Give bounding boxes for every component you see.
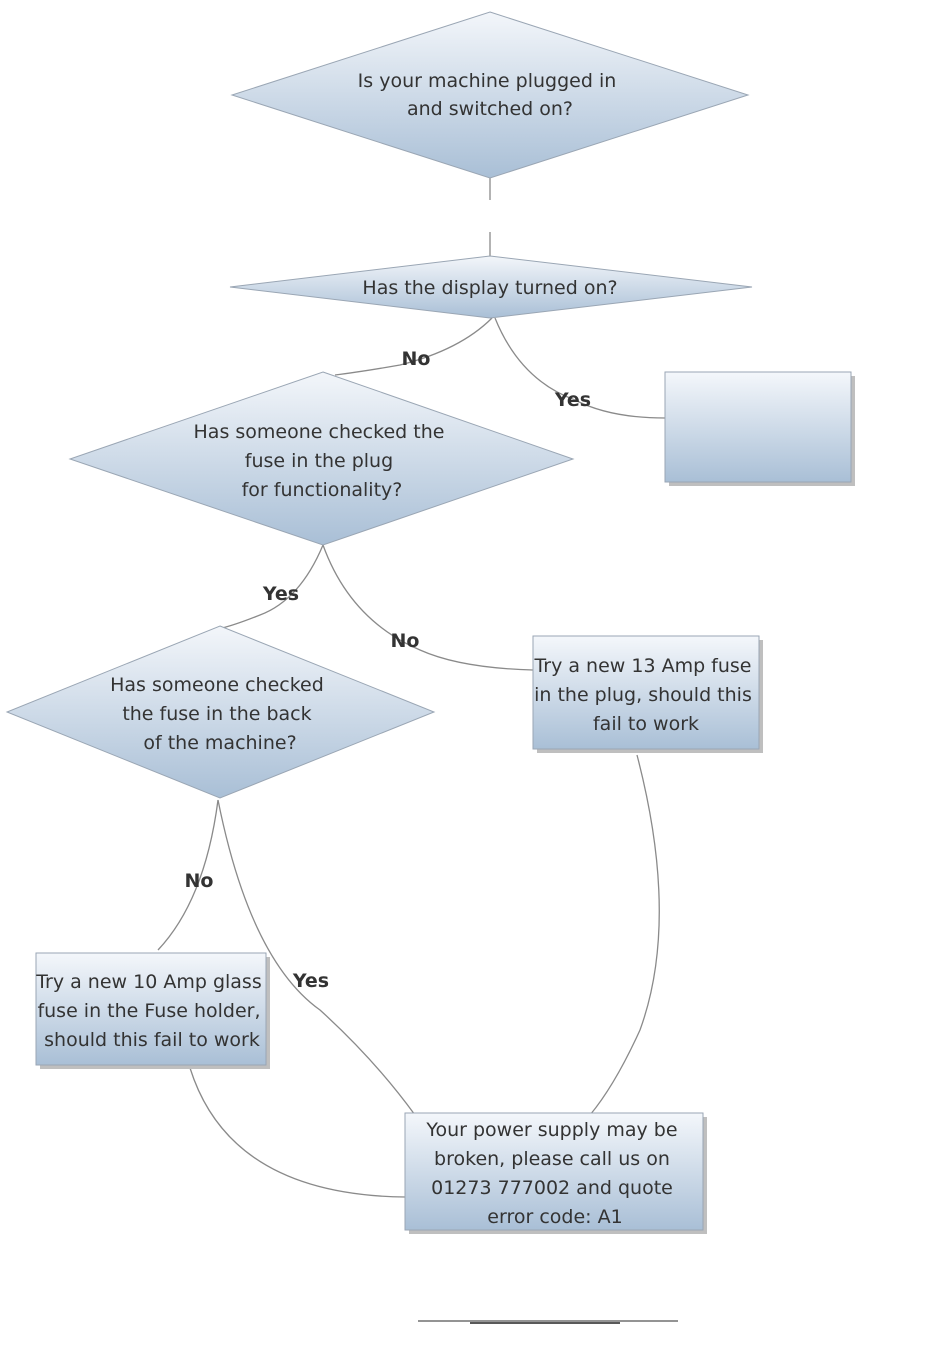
process-power-supply-line-1: Your power supply may be bbox=[425, 1119, 677, 1141]
edge-label-display-yes: Yes bbox=[554, 389, 591, 411]
decision-display-on-text: Has the display turned on? bbox=[362, 277, 617, 299]
decision-display-on-line-1: Has the display turned on? bbox=[362, 277, 617, 299]
decision-plugged-in-line-2: and switched on? bbox=[407, 98, 573, 120]
decision-plugged-in-line-1: Is your machine plugged in bbox=[358, 70, 617, 92]
process-power-supply-line-4: error code: A1 bbox=[487, 1206, 622, 1228]
connector-plug-no bbox=[322, 544, 534, 671]
process-power-supply-line-3: 01273 777002 and quote bbox=[431, 1177, 673, 1199]
process-try-13-amp-text: Try a new 13 Amp fuse in the plug, shoul… bbox=[533, 655, 757, 735]
decision-plug-fuse-line-1: Has someone checked the bbox=[194, 421, 445, 443]
decision-back-fuse-line-3: of the machine? bbox=[143, 732, 296, 754]
connector-display-no bbox=[334, 317, 493, 376]
decision-plug-fuse-line-3: for functionality? bbox=[242, 479, 403, 501]
edge-label-plug-no: No bbox=[391, 630, 420, 652]
process-try-13-amp-line-2: in the plug, should this bbox=[534, 684, 752, 706]
edge-label-plug-yes: Yes bbox=[262, 583, 299, 605]
decision-plug-fuse-line-2: fuse in the plug bbox=[245, 450, 393, 472]
decision-back-fuse-line-2: the fuse in the back bbox=[122, 703, 311, 725]
process-power-supply-text: Your power supply may be broken, please … bbox=[425, 1119, 683, 1228]
process-try-13-amp-line-3: fail to work bbox=[593, 713, 699, 735]
edge-labels: No Yes Yes No No Yes bbox=[185, 348, 592, 992]
connector-back-yes bbox=[217, 799, 416, 1116]
decision-plug-fuse-text: Has someone checked the fuse in the plug… bbox=[194, 421, 451, 501]
process-try-10-amp-line-1: Try a new 10 Amp glass bbox=[35, 971, 262, 993]
decision-plug-fuse-checked: Has someone checked the fuse in the plug… bbox=[68, 371, 575, 546]
edge-label-display-no: No bbox=[402, 348, 431, 370]
decision-display-on: Has the display turned on? bbox=[229, 255, 753, 319]
decision-back-fuse-text: Has someone checked the fuse in the back… bbox=[110, 674, 330, 754]
connector-back-no bbox=[157, 799, 219, 951]
process-try-10-amp-text: Try a new 10 Amp glass fuse in the Fuse … bbox=[35, 971, 268, 1051]
connector-13amp-to-power bbox=[589, 754, 660, 1116]
process-try-10-amp-line-2: fuse in the Fuse holder, bbox=[37, 1000, 260, 1022]
edge-label-back-no: No bbox=[185, 870, 214, 892]
connectors bbox=[157, 178, 666, 1198]
connector-10amp-to-power bbox=[189, 1067, 406, 1198]
process-try-13-amp-line-1: Try a new 13 Amp fuse bbox=[533, 655, 751, 677]
connector-display-yes bbox=[494, 317, 666, 419]
connector-plug-yes bbox=[221, 544, 324, 629]
process-try-10-amp-line-3: should this fail to work bbox=[44, 1029, 260, 1051]
edge-label-back-yes: Yes bbox=[292, 970, 329, 992]
process-try-10-amp: Try a new 10 Amp glass fuse in the Fuse … bbox=[35, 952, 270, 1069]
decision-plugged-in: Is your machine plugged in and switched … bbox=[230, 11, 750, 179]
decision-plugged-in-text: Is your machine plugged in and switched … bbox=[358, 70, 623, 120]
process-power-supply: Your power supply may be broken, please … bbox=[404, 1112, 707, 1234]
process-try-13-amp: Try a new 13 Amp fuse in the plug, shoul… bbox=[532, 635, 763, 753]
process-empty-box bbox=[664, 371, 855, 486]
process-power-supply-line-2: broken, please call us on bbox=[434, 1148, 670, 1170]
decision-back-fuse-checked: Has someone checked the fuse in the back… bbox=[5, 625, 436, 799]
decision-back-fuse-line-1: Has someone checked bbox=[110, 674, 324, 696]
